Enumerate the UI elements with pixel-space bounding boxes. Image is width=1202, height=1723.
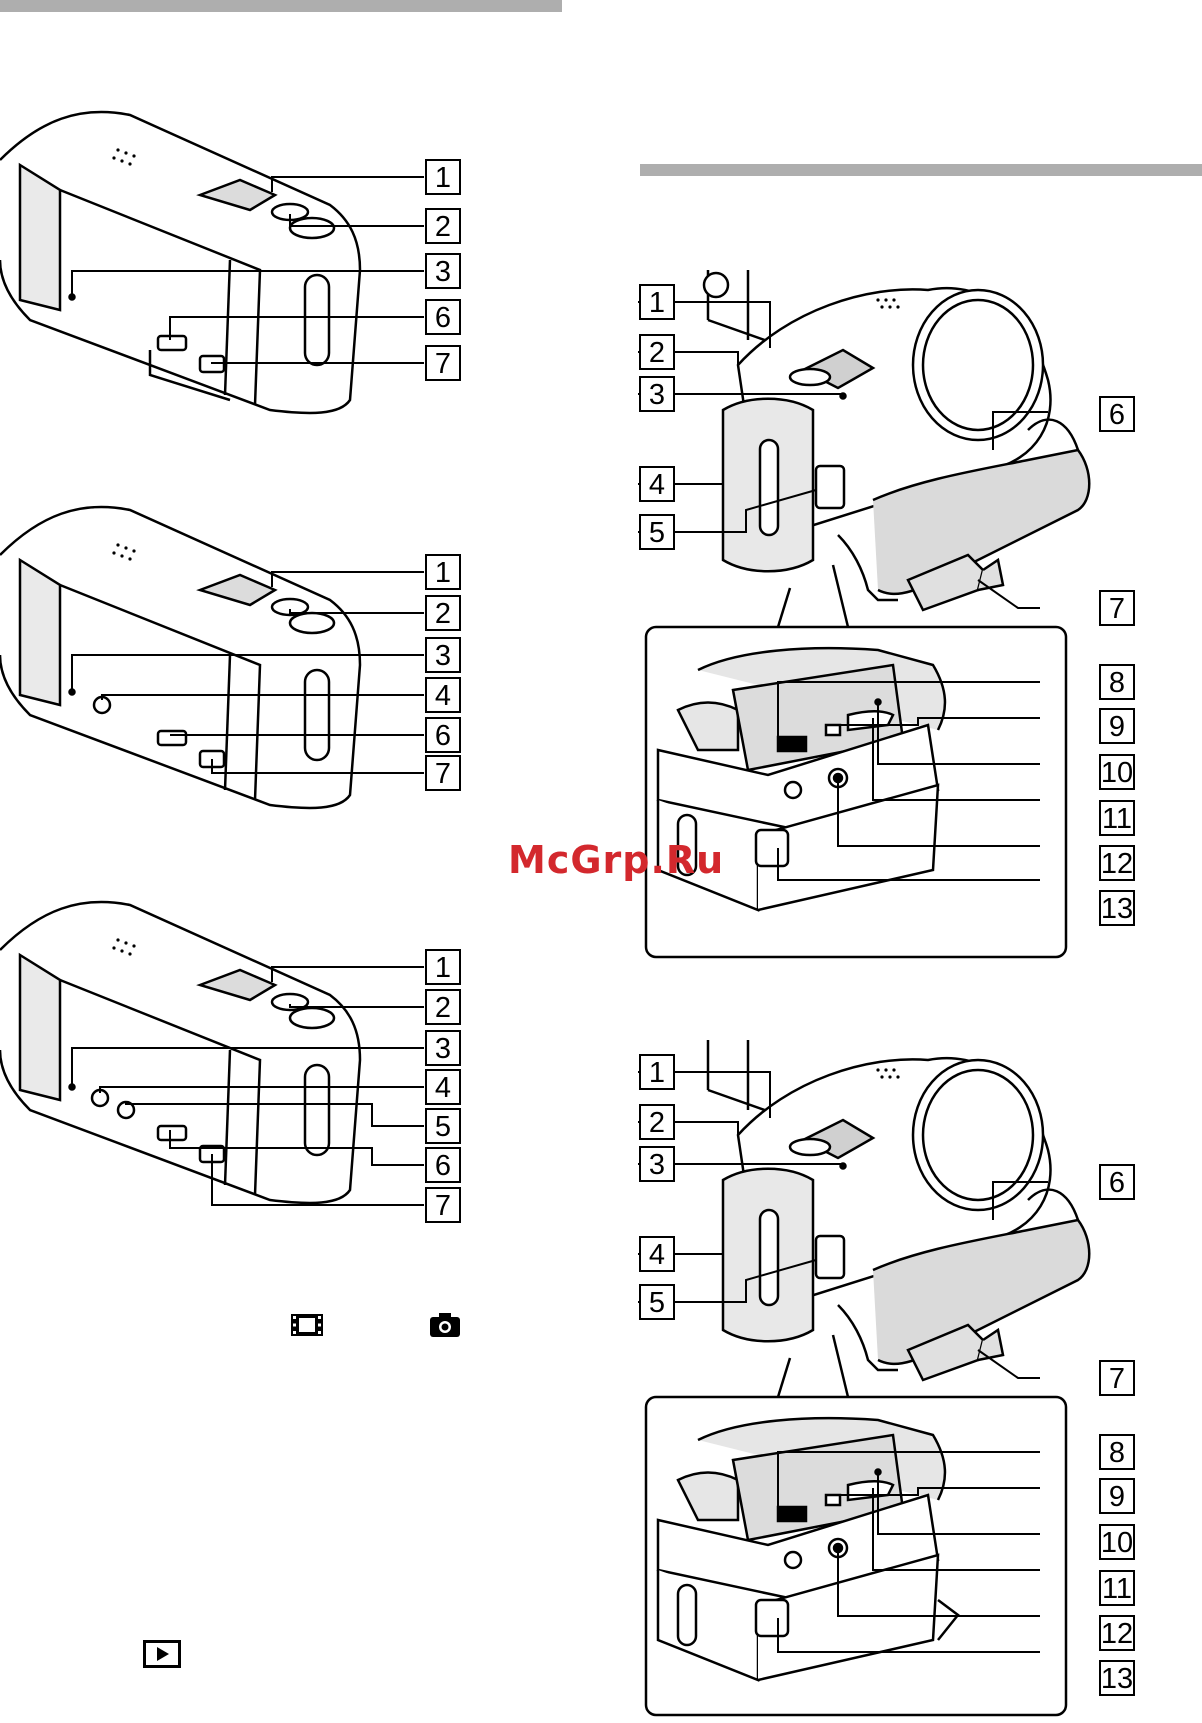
callout-number: 12	[1101, 848, 1133, 880]
callout-number: 3	[649, 379, 665, 411]
callout-number: 4	[649, 469, 665, 501]
callout-number: 4	[649, 1239, 665, 1271]
callouts-right-top: 1 2 3 4 5 6 7 8 9 10 11 12 13	[0, 0, 1202, 960]
callout-number: 9	[1109, 1481, 1125, 1513]
callout-number: 12	[1101, 1618, 1133, 1650]
callout-number: 7	[1109, 593, 1125, 625]
callouts-right-bottom: 1 2 3 4 5 6 7 8 9 10 11 12 13	[0, 1040, 1202, 1723]
watermark: McGrp.Ru	[508, 838, 724, 882]
callout-number: 5	[649, 517, 665, 549]
callout-number: 2	[649, 1107, 665, 1139]
callout-number: 6	[1109, 399, 1125, 431]
callout-number: 13	[1101, 1663, 1133, 1695]
callout-number: 7	[1109, 1363, 1125, 1395]
callout-number: 6	[1109, 1167, 1125, 1199]
callout-number: 1	[649, 287, 665, 319]
callout-number: 3	[649, 1149, 665, 1181]
callout-number: 1	[649, 1057, 665, 1089]
callout-number: 5	[649, 1287, 665, 1319]
callout-number: 8	[1109, 1437, 1125, 1469]
callout-number: 13	[1101, 893, 1133, 925]
callout-number: 11	[1102, 803, 1132, 835]
callout-number: 9	[1109, 711, 1125, 743]
callout-number: 10	[1101, 757, 1133, 789]
callout-number: 2	[649, 337, 665, 369]
callout-number: 11	[1102, 1573, 1132, 1605]
callout-number: 8	[1109, 667, 1125, 699]
callout-number: 10	[1101, 1527, 1133, 1559]
callout-number: 2	[435, 992, 451, 1024]
